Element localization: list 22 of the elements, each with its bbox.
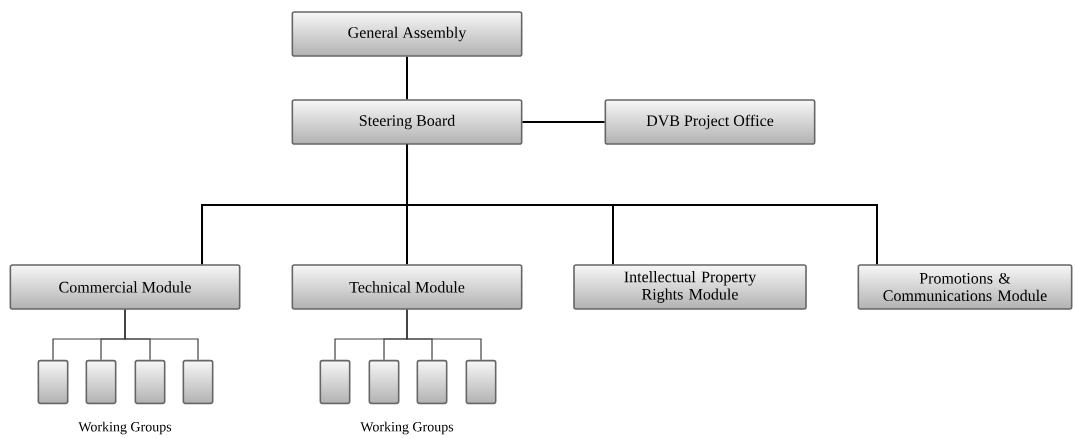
small-box [416, 359, 448, 405]
small-box [368, 359, 400, 405]
box: Steering Board [291, 99, 523, 145]
box: Technical Module [291, 264, 523, 310]
box: General Assembly [291, 11, 523, 57]
connector-line [521, 121, 606, 123]
small-box [37, 359, 69, 405]
box: Commercial Module [9, 264, 241, 310]
group-label: Working Groups [360, 421, 454, 435]
small-box [134, 359, 166, 405]
connector-line [406, 309, 482, 361]
connector-line [124, 309, 199, 361]
small-box [465, 359, 497, 405]
small-box [182, 359, 214, 405]
small-box [319, 359, 351, 405]
connector-line [406, 55, 408, 101]
group-label: Working Groups [78, 421, 172, 435]
small-box [85, 359, 117, 405]
box: DVB Project Office [604, 99, 816, 145]
box: Promotions & Communications Module [857, 264, 1073, 310]
connector-line [406, 143, 878, 266]
box: Intellectual Property Rights Module [573, 264, 807, 310]
